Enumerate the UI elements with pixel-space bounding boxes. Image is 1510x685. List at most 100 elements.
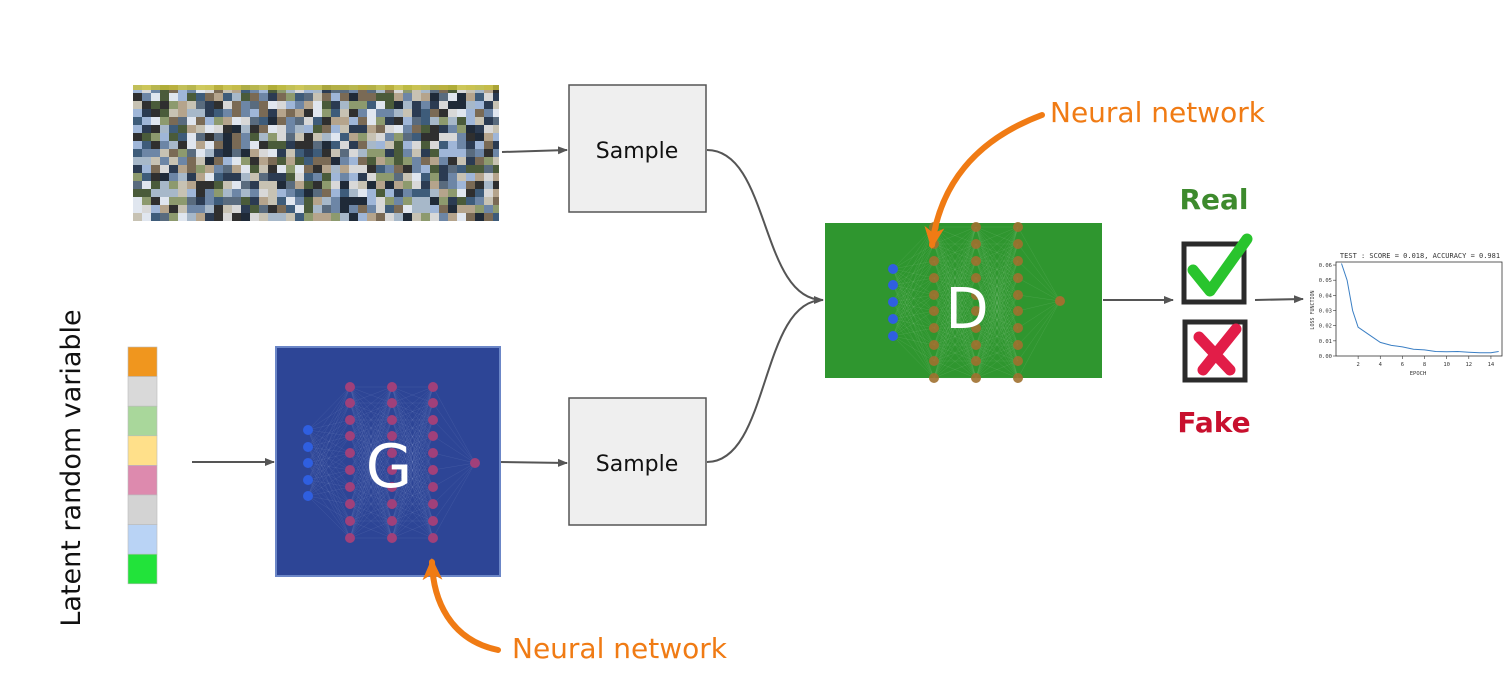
hidden-neuron: [387, 415, 397, 425]
hidden-neuron: [929, 373, 939, 383]
x-tick-label: 2: [1356, 362, 1359, 368]
curve-sample-bottom-to-d: [706, 299, 824, 463]
hidden-neuron: [1013, 290, 1023, 300]
hidden-neuron: [345, 499, 355, 509]
latent-vector: [127, 346, 158, 585]
hidden-neuron: [1013, 222, 1023, 232]
hidden-neuron: [1013, 256, 1023, 266]
latent-cell: [127, 405, 158, 437]
input-neuron: [303, 442, 313, 452]
hidden-neuron: [345, 482, 355, 492]
hidden-neuron: [387, 465, 397, 475]
hidden-neuron: [428, 499, 438, 509]
hidden-neuron: [428, 431, 438, 441]
input-neuron: [303, 475, 313, 485]
hidden-neuron: [387, 398, 397, 408]
hidden-neuron: [345, 465, 355, 475]
y-tick-label: 0.04: [1319, 293, 1333, 299]
latent-cell: [127, 494, 158, 525]
hidden-neuron: [428, 382, 438, 392]
nn-arrow-to-generator: [422, 558, 501, 653]
latent-cell: [127, 553, 158, 585]
hidden-neuron: [345, 448, 355, 458]
hidden-neuron: [971, 356, 981, 366]
hidden-neuron: [387, 382, 397, 392]
generator-neurons: [303, 382, 480, 543]
input-neuron: [888, 264, 898, 274]
input-neuron: [888, 331, 898, 341]
hidden-neuron: [428, 448, 438, 458]
output-neuron: [1055, 296, 1065, 306]
arrow-decision-to-chart: [1254, 295, 1304, 304]
hidden-neuron: [345, 533, 355, 543]
y-tick-label: 0.01: [1319, 339, 1332, 345]
hidden-neuron: [971, 239, 981, 249]
hidden-neuron: [428, 482, 438, 492]
hidden-neuron: [971, 273, 981, 283]
hidden-neuron: [971, 373, 981, 383]
hidden-neuron: [387, 533, 397, 543]
hidden-neuron: [971, 222, 981, 232]
x-tick-label: 14: [1488, 362, 1495, 368]
real-label: Real: [1179, 183, 1248, 216]
latent-cell: [127, 346, 158, 377]
hidden-neuron: [1013, 373, 1023, 383]
cross-icon: [1182, 319, 1248, 383]
chart-ylabel: LOSS FUNCTION: [1310, 290, 1316, 329]
hidden-neuron: [971, 323, 981, 333]
input-neuron: [303, 425, 313, 435]
nn-arrow-to-discriminator: [924, 112, 1045, 249]
generator-network: G: [275, 346, 501, 577]
sample-top-label: Sample: [596, 139, 679, 164]
real-samples-image: [133, 85, 499, 221]
x-tick-label: 6: [1401, 362, 1404, 368]
hidden-neuron: [428, 398, 438, 408]
discriminator-network: D: [825, 222, 1102, 383]
arrow-mosaic-to-sample: [501, 146, 568, 155]
generator-letter: G: [366, 432, 413, 502]
input-neuron: [888, 314, 898, 324]
hidden-neuron: [971, 290, 981, 300]
hidden-neuron: [345, 398, 355, 408]
input-neuron: [303, 491, 313, 501]
x-tick-label: 12: [1465, 362, 1472, 368]
input-neuron: [888, 280, 898, 290]
hidden-neuron: [345, 516, 355, 526]
sample-bottom-label: Sample: [596, 452, 679, 477]
hidden-neuron: [428, 533, 438, 543]
hidden-neuron: [929, 256, 939, 266]
hidden-neuron: [387, 431, 397, 441]
latent-cell: [127, 465, 158, 496]
connectors: [192, 146, 1304, 467]
curve-sample-top-to-d: [706, 149, 824, 304]
nn-label-bottom: Neural network: [512, 632, 728, 665]
hidden-neuron: [345, 415, 355, 425]
hidden-neuron: [929, 356, 939, 366]
input-neuron: [303, 458, 313, 468]
hidden-neuron: [345, 431, 355, 441]
hidden-neuron: [387, 516, 397, 526]
hidden-neuron: [1013, 273, 1023, 283]
loss-chart: TEST : SCORE = 0.018, ACCURACY = 0.981 L…: [1310, 252, 1503, 377]
chart-title: TEST : SCORE = 0.018, ACCURACY = 0.981: [1340, 252, 1500, 260]
x-tick-label: 4: [1379, 362, 1383, 368]
x-tick-label: 8: [1423, 362, 1426, 368]
latent-cell: [127, 524, 158, 555]
hidden-neuron: [1013, 340, 1023, 350]
chart-frame: [1335, 261, 1503, 357]
input-neuron: [888, 297, 898, 307]
y-tick-label: 0.05: [1319, 278, 1332, 284]
hidden-neuron: [428, 516, 438, 526]
hidden-neuron: [428, 465, 438, 475]
hidden-neuron: [929, 340, 939, 350]
hidden-neuron: [387, 499, 397, 509]
loss-series-line: [1341, 263, 1499, 354]
sample-bottom-box: Sample: [568, 397, 707, 526]
hidden-neuron: [1013, 306, 1023, 316]
x-tick-label: 10: [1443, 362, 1450, 368]
hidden-neuron: [929, 273, 939, 283]
hidden-neuron: [345, 382, 355, 392]
hidden-neuron: [387, 448, 397, 458]
hidden-neuron: [929, 290, 939, 300]
nn-label-top: Neural network: [1050, 96, 1266, 129]
